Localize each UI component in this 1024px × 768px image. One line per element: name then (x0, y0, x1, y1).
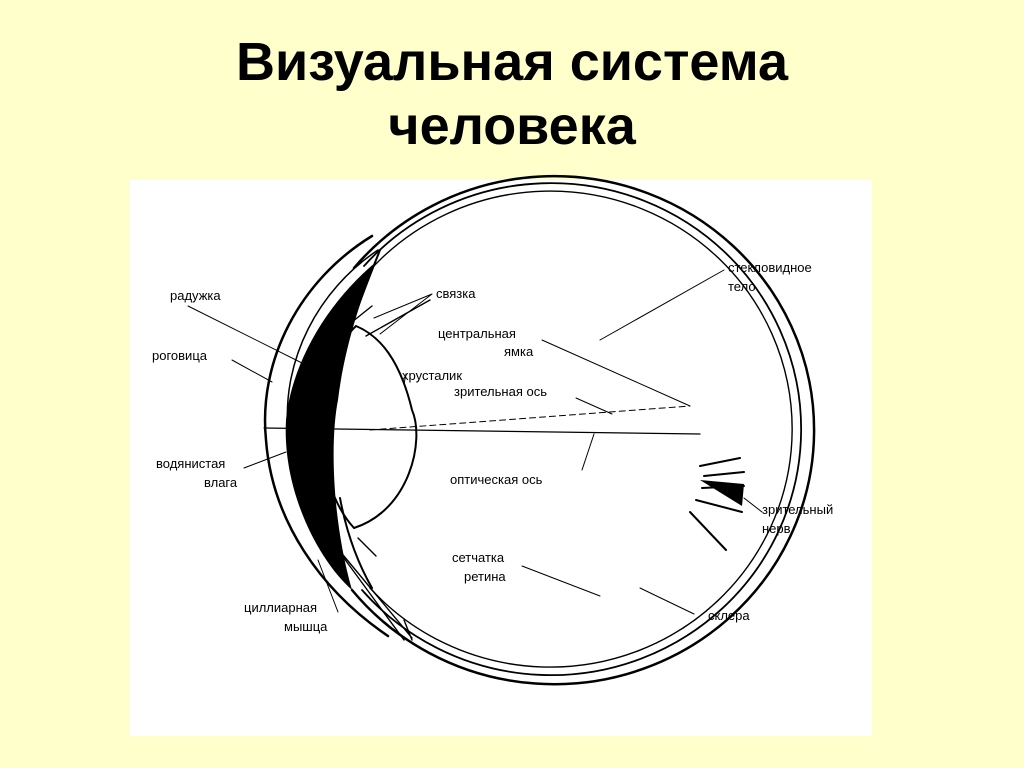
optic-nerve (689, 457, 745, 551)
leader-ligament (373, 293, 433, 335)
label-retina-2: ретина (464, 569, 506, 584)
diagram-panel (130, 180, 872, 736)
label-lens: хрусталик (402, 368, 462, 383)
leader-fovea (541, 339, 691, 407)
title-line-2: человека (388, 96, 636, 156)
label-cornea: роговица (152, 348, 208, 363)
leader-vitreous (599, 269, 725, 341)
label-ciliary-2: мышца (284, 619, 328, 634)
choroid-outline (361, 182, 803, 676)
leader-ciliary (317, 559, 339, 613)
leader-cornea (231, 359, 273, 383)
label-retina-1: сетчатка (452, 550, 505, 565)
label-iris: радужка (170, 288, 221, 303)
label-sclera: склера (708, 608, 750, 623)
iris-lower (339, 497, 373, 589)
label-vitreous-2: тело (728, 279, 756, 294)
visual-axis (369, 405, 691, 431)
leader-iris (187, 305, 313, 369)
label-optical-axis: оптическая ось (450, 472, 543, 487)
cornea-outline (263, 234, 390, 638)
leader-nerve (743, 497, 763, 513)
leader-sclera (639, 587, 695, 615)
label-aqueous-2: влага (204, 475, 238, 490)
leader-retina (521, 565, 601, 597)
label-fovea-2: ямка (504, 344, 534, 359)
leader-lens (403, 373, 407, 385)
label-vitreous-1: стекловидное (728, 260, 812, 275)
label-nerve-2: нерв (762, 521, 791, 536)
label-nerve-1: зрительный (762, 502, 833, 517)
leader-optical-axis (581, 433, 595, 471)
sclera-outline (350, 174, 816, 686)
anterior-chamber-fill (285, 262, 376, 590)
cornea-inner (286, 249, 379, 431)
optical-axis (263, 427, 701, 435)
label-aqueous-1: водянистая (156, 456, 225, 471)
label-ciliary-1: циллиарная (244, 600, 317, 615)
leader-aqueous (243, 451, 287, 469)
label-ligament: связка (436, 286, 476, 301)
retina-outline (369, 190, 793, 668)
leader-visual-axis (575, 397, 613, 415)
page-title: Визуальная система человека (0, 30, 1024, 158)
optic-nerve-fill (700, 480, 744, 506)
title-line-1: Визуальная система (236, 32, 788, 92)
label-fovea-1: центральная (438, 326, 516, 341)
label-visual-axis: зрительная ось (454, 384, 547, 399)
